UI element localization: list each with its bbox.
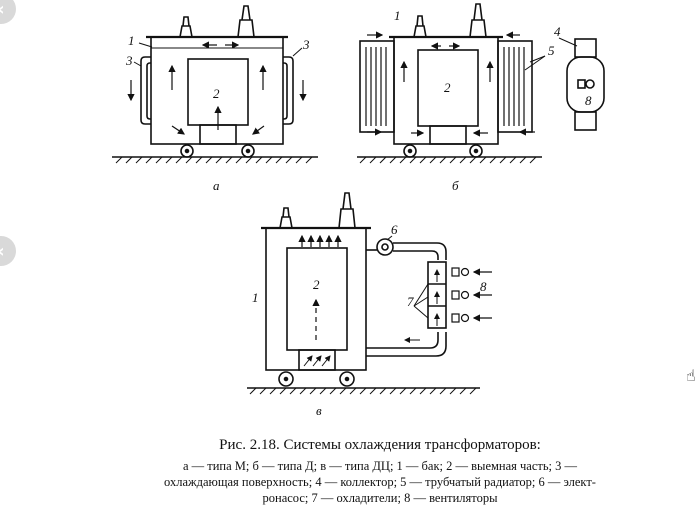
label-tank-a: 1 xyxy=(128,33,135,48)
figure-caption-line-2: охлаждающая поверхность; 4 — коллектор; … xyxy=(164,475,596,489)
label-collector-b: 4 xyxy=(554,24,561,39)
gallery-prev-button[interactable]: ‹ xyxy=(0,236,16,266)
label-pump-v: 6 xyxy=(391,222,398,237)
subfigure-b xyxy=(357,3,605,164)
gallery-prev-corner-icon[interactable]: ‹ xyxy=(0,0,16,24)
label-subfig-a: а xyxy=(213,178,220,193)
label-subfig-v: в xyxy=(316,403,322,418)
chevron-left-icon: ‹ xyxy=(0,241,5,262)
subfigure-a xyxy=(112,5,318,164)
label-tank-b: 1 xyxy=(394,8,401,23)
label-cooling-left-a: 3 xyxy=(125,53,133,68)
label-fans-v: 8 xyxy=(480,279,487,294)
label-fan-b: 8 xyxy=(585,93,592,108)
label-cooling-right-a: 3 xyxy=(302,37,310,52)
label-active-part-b: 2 xyxy=(444,80,451,95)
figure-caption-line-3: ронасос; 7 — охладители; 8 — вентиляторы xyxy=(262,491,498,505)
subfigure-v xyxy=(247,192,492,395)
label-tank-v: 1 xyxy=(252,290,259,305)
label-active-part-v: 2 xyxy=(313,277,320,292)
label-radiator-b: 5 xyxy=(548,43,555,58)
figure-caption-title: Рис. 2.18. Системы охлаждения трансформа… xyxy=(219,437,541,453)
hand-cursor-icon: ☝ xyxy=(686,366,696,385)
label-subfig-b: б xyxy=(452,178,459,193)
label-active-part-a: 2 xyxy=(213,86,220,101)
figure-caption-line-1: а — типа М; б — типа Д; в — типа ДЦ; 1 —… xyxy=(182,459,578,473)
label-coolers-v: 7 xyxy=(407,294,414,309)
